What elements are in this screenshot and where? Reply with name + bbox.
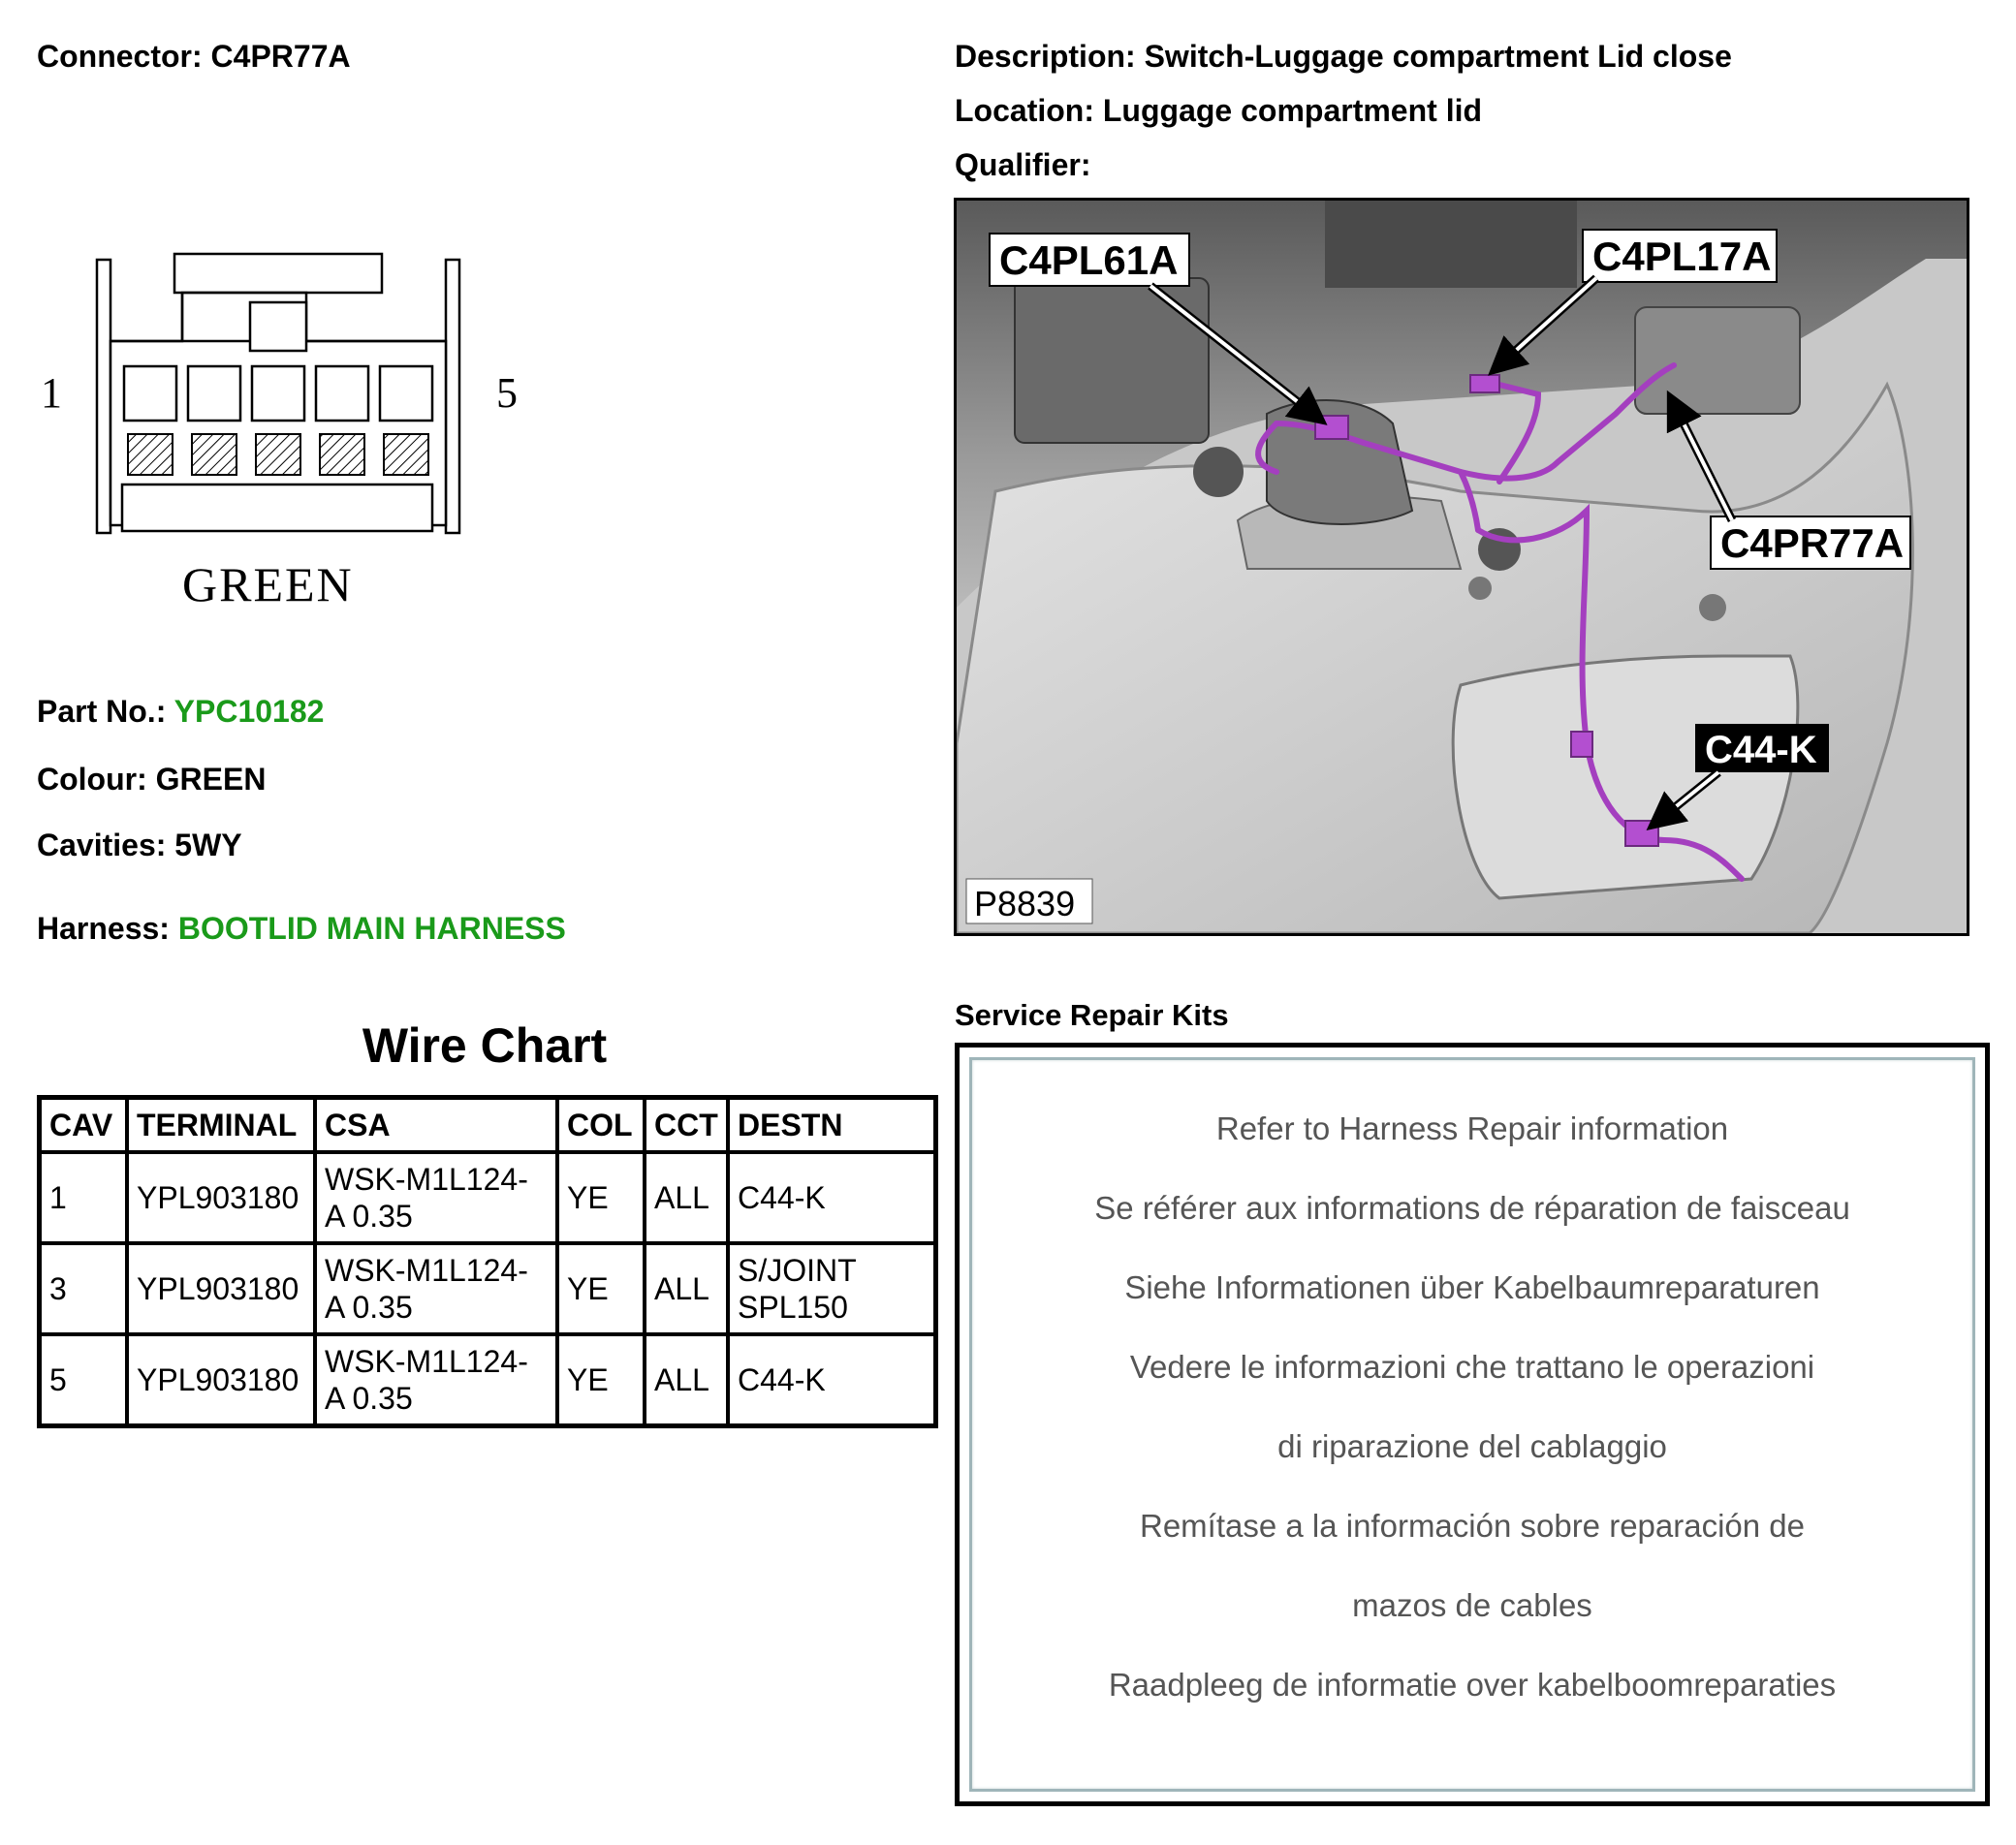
location-image: C4PL61A C4PL17A C4PR77A C44-K P8839 bbox=[954, 198, 1969, 936]
header-terminal: TERMINAL bbox=[125, 1095, 317, 1154]
header-csa: CSA bbox=[313, 1095, 559, 1154]
bootlid-illustration: C4PL61A C4PL17A C4PR77A C44-K P8839 bbox=[957, 201, 1967, 933]
destn-line-1: S/JOINT bbox=[738, 1253, 857, 1288]
cell-col: YE bbox=[555, 1241, 646, 1336]
kit-line[interactable]: di riparazione del cablaggio bbox=[1277, 1428, 1667, 1464]
csa-line-2: A 0.35 bbox=[325, 1290, 413, 1325]
table-row: 1 YPL903180 WSK-M1L124-A 0.35 YE ALL C44… bbox=[37, 1150, 938, 1245]
callout-c4pl61a-text: C4PL61A bbox=[999, 237, 1178, 283]
callout-c44k-text: C44-K bbox=[1705, 729, 1817, 771]
qualifier-label: Qualifier: bbox=[955, 147, 1091, 182]
cell-csa: WSK-M1L124-A 0.35 bbox=[313, 1241, 559, 1336]
callout-c4pl17a-text: C4PL17A bbox=[1592, 234, 1771, 279]
csa-line-1: WSK-M1L124- bbox=[325, 1344, 528, 1379]
destn-line-1: C44-K bbox=[738, 1180, 826, 1215]
part-no-value[interactable]: YPC10182 bbox=[173, 694, 325, 729]
callout-c4pr77a: C4PR77A bbox=[1666, 390, 1911, 570]
location-value: Luggage compartment lid bbox=[1102, 93, 1483, 128]
callout-c4pr77a-text: C4PR77A bbox=[1720, 520, 1904, 566]
cell-terminal: YPL903180 bbox=[125, 1332, 317, 1428]
harness-value[interactable]: BOOTLID MAIN HARNESS bbox=[177, 911, 566, 946]
kit-line[interactable]: Raadpleeg de informatie over kabelboomre… bbox=[1108, 1667, 1837, 1703]
destn-line-2: SPL150 bbox=[738, 1290, 848, 1325]
table-header-row: CAV TERMINAL CSA COL CCT DESTN bbox=[37, 1095, 938, 1154]
table-row: 5 YPL903180 WSK-M1L124-A 0.35 YE ALL C44… bbox=[37, 1332, 938, 1428]
connector-face-drawing: 1 5 GREEN bbox=[41, 252, 518, 611]
cell-cav: 5 bbox=[37, 1332, 129, 1428]
cell-terminal: YPL903180 bbox=[125, 1150, 317, 1245]
connector-label: Connector: bbox=[37, 39, 203, 74]
callout-c44k: C44-K bbox=[1646, 724, 1829, 831]
colour-value: GREEN bbox=[155, 762, 267, 797]
pin-right-label: 5 bbox=[496, 369, 518, 417]
qualifier-field: Qualifier: bbox=[955, 147, 1090, 183]
kit-line[interactable]: Refer to Harness Repair information bbox=[1215, 1110, 1729, 1146]
pin-left-label: 1 bbox=[41, 369, 62, 417]
cell-csa: WSK-M1L124-A 0.35 bbox=[313, 1332, 559, 1428]
kit-line[interactable]: Se référer aux informations de réparatio… bbox=[1094, 1190, 1850, 1226]
header-col: COL bbox=[555, 1095, 646, 1154]
header-destn: DESTN bbox=[726, 1095, 938, 1154]
description-value: Switch-Luggage compartment Lid close bbox=[1144, 39, 1732, 74]
cell-cav: 3 bbox=[37, 1241, 129, 1336]
connector-value: C4PR77A bbox=[210, 39, 351, 74]
cell-cct: ALL bbox=[643, 1332, 730, 1428]
kit-line[interactable]: Remítase a la información sobre reparaci… bbox=[1139, 1508, 1806, 1544]
service-repair-inner: Refer to Harness Repair information Se r… bbox=[969, 1057, 1975, 1792]
cell-destn: C44-K bbox=[726, 1332, 938, 1428]
cell-cct: ALL bbox=[643, 1241, 730, 1336]
cavities-label: Cavities: bbox=[37, 828, 167, 862]
callout-c4pl17a: C4PL17A bbox=[1488, 229, 1778, 376]
image-ref-label: P8839 bbox=[974, 884, 1075, 923]
cavities-value: 5WY bbox=[174, 828, 242, 862]
cell-terminal: YPL903180 bbox=[125, 1241, 317, 1336]
location-label: Location: bbox=[955, 93, 1094, 128]
part-no-field: Part No.: YPC10182 bbox=[37, 694, 324, 730]
colour-label: Colour: bbox=[37, 762, 147, 797]
csa-line-2: A 0.35 bbox=[325, 1199, 413, 1234]
csa-line-2: A 0.35 bbox=[325, 1381, 413, 1416]
colour-field: Colour: GREEN bbox=[37, 762, 266, 797]
kit-line[interactable]: Vedere le informazioni che trattano le o… bbox=[1129, 1349, 1815, 1385]
location-field: Location: Luggage compartment lid bbox=[955, 93, 1482, 129]
cell-csa: WSK-M1L124-A 0.35 bbox=[313, 1150, 559, 1245]
harness-field: Harness: BOOTLID MAIN HARNESS bbox=[37, 911, 566, 947]
cell-col: YE bbox=[555, 1332, 646, 1428]
cell-cct: ALL bbox=[643, 1150, 730, 1245]
header-cav: CAV bbox=[37, 1095, 129, 1154]
part-no-label: Part No.: bbox=[37, 694, 167, 729]
destn-line-1: C44-K bbox=[738, 1362, 826, 1397]
wire-chart-title: Wire Chart bbox=[362, 1018, 608, 1073]
csa-line-1: WSK-M1L124- bbox=[325, 1162, 528, 1197]
connector-field: Connector: C4PR77A bbox=[37, 39, 351, 75]
table-row: 3 YPL903180 WSK-M1L124-A 0.35 YE ALL S/J… bbox=[37, 1241, 938, 1336]
wire-chart-table: CAV TERMINAL CSA COL CCT DESTN 1 YPL9031… bbox=[37, 1095, 938, 1428]
kit-line[interactable]: Siehe Informationen über Kabelbaumrepara… bbox=[1124, 1269, 1820, 1305]
cavities-field: Cavities: 5WY bbox=[37, 828, 242, 863]
description-label: Description: bbox=[955, 39, 1136, 74]
harness-label: Harness: bbox=[37, 911, 170, 946]
callout-c4pl61a: C4PL61A bbox=[989, 233, 1328, 425]
header-cct: CCT bbox=[643, 1095, 730, 1154]
kit-line[interactable]: mazos de cables bbox=[1352, 1587, 1592, 1623]
cell-col: YE bbox=[555, 1150, 646, 1245]
cell-destn: C44-K bbox=[726, 1150, 938, 1245]
description-field: Description: Switch-Luggage compartment … bbox=[955, 39, 1732, 75]
cell-cav: 1 bbox=[37, 1150, 129, 1245]
colour-caption: GREEN bbox=[182, 557, 354, 611]
service-repair-box: Refer to Harness Repair information Se r… bbox=[955, 1043, 1990, 1806]
csa-line-1: WSK-M1L124- bbox=[325, 1253, 528, 1288]
service-repair-title: Service Repair Kits bbox=[955, 998, 1229, 1032]
